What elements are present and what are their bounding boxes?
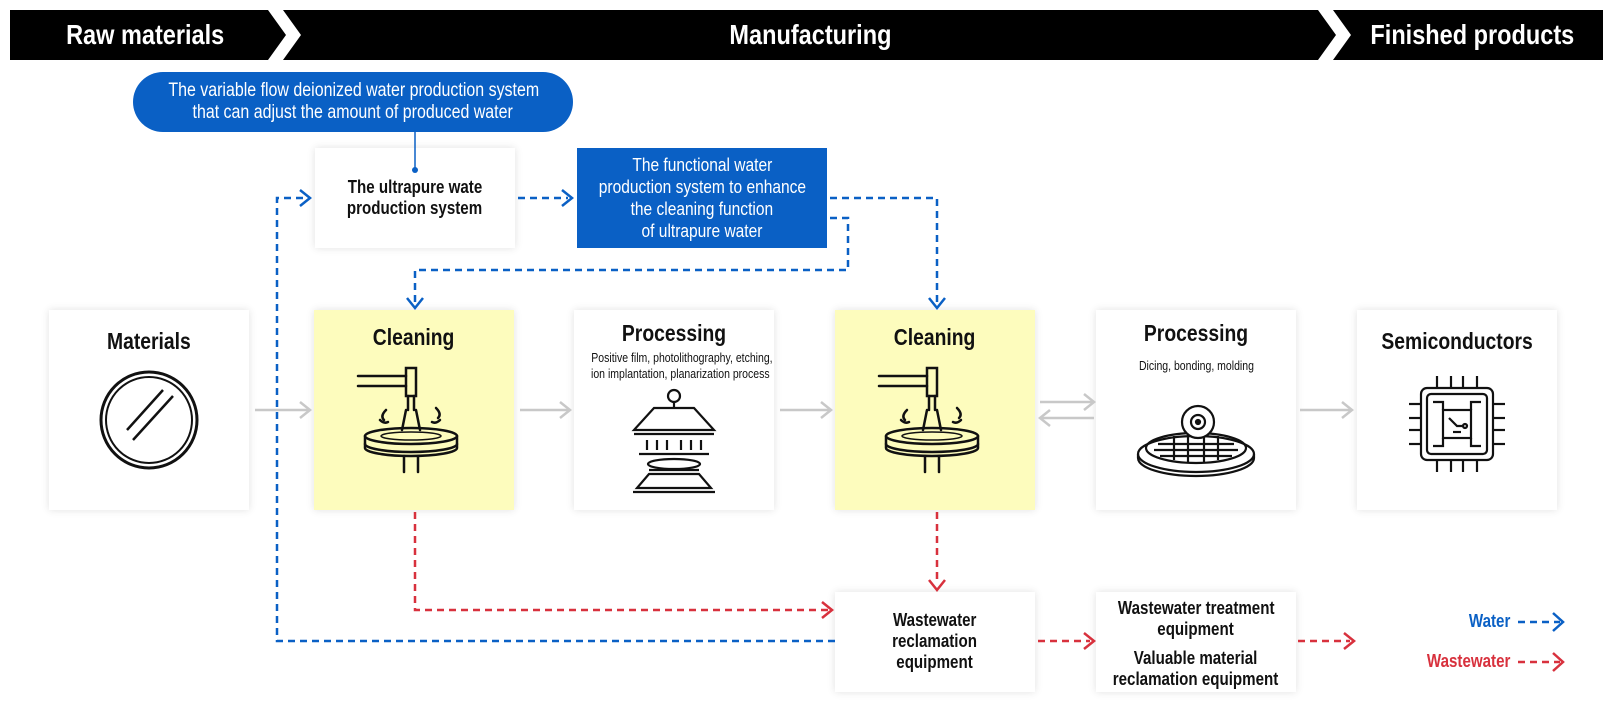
wafer-disc-icon (99, 370, 199, 470)
water-arrowheads (299, 189, 946, 311)
wastewater-treatment-box: Wastewater treatment equipment Valuable … (1096, 592, 1296, 692)
stage-semiconductors: Semiconductors (1357, 310, 1557, 510)
legend-swatches (1518, 612, 1565, 672)
water-lines (275, 196, 939, 643)
header-manufacturing: Manufacturing (728, 19, 892, 50)
wastewater-reclamation-box: Wastewater reclamation equipment (835, 592, 1035, 692)
process-arrows (255, 393, 1355, 427)
wastewater-lines (413, 512, 1350, 643)
wastewater-arrowheads (821, 579, 1357, 650)
dicing-wafer-icon (1136, 404, 1256, 478)
callout-leader-dot (412, 167, 418, 173)
header-finished-products: Finished products (1370, 19, 1575, 50)
functional-water-system-box: The functional water production system t… (577, 148, 827, 248)
stage-cleaning-1: Cleaning (314, 310, 514, 510)
header-raw-materials: Raw materials (65, 19, 225, 50)
chip-icon (1409, 376, 1505, 472)
legend-water: Water (1468, 611, 1510, 631)
stage-materials: Materials (49, 310, 249, 510)
wafer-cleaning-icon-2 (877, 366, 980, 474)
variable-flow-callout: The variable flow deionized water produc… (133, 72, 573, 132)
legend-wastewater: Wastewater (1426, 651, 1510, 671)
wafer-cleaning-icon (356, 366, 459, 474)
stage-processing-1: Processing Positive film, photolithograp… (574, 310, 774, 510)
stage-processing-2: Processing Dicing, bonding, molding (1096, 310, 1296, 510)
lithography-icon (631, 388, 717, 494)
stage-cleaning-2: Cleaning (835, 310, 1035, 510)
